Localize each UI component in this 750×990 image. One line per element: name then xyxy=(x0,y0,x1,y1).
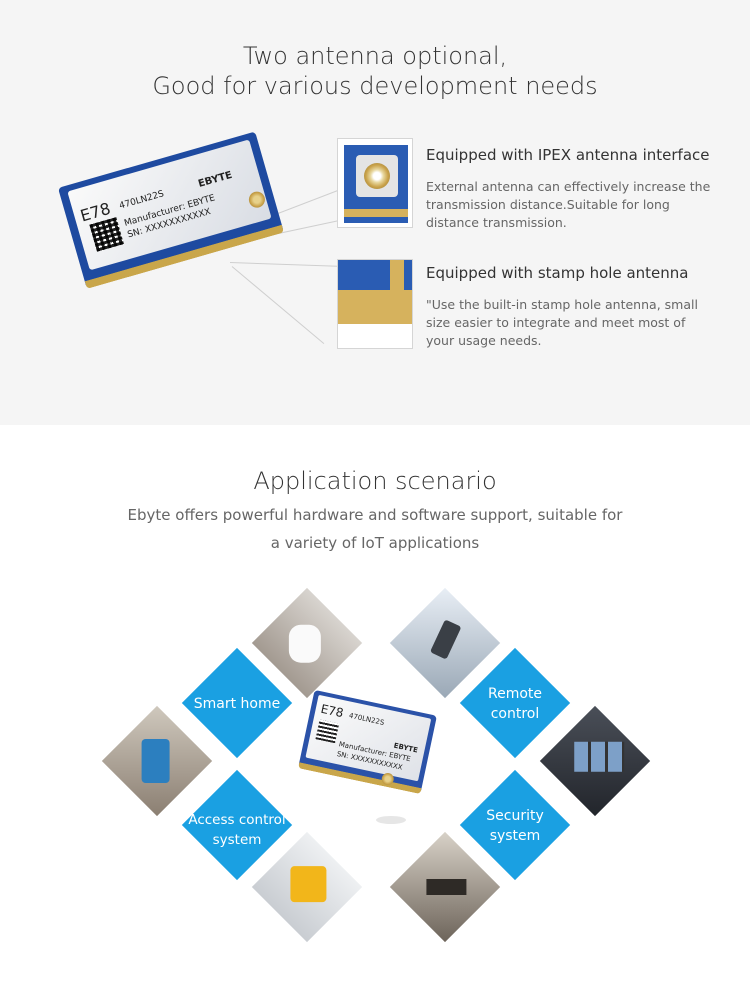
stamp-hole-thumbnail xyxy=(337,259,413,349)
smartphone-photo xyxy=(101,705,213,817)
sofa-icon xyxy=(426,879,467,895)
title-line-1: Two antenna optional, xyxy=(242,42,508,70)
robot-arm-icon xyxy=(290,866,327,903)
tile-remote-control-label: Remote control xyxy=(460,684,570,724)
feature-stamp-heading: Equipped with stamp hole antenna xyxy=(426,264,689,282)
module-part: 470LN22S xyxy=(348,711,385,727)
antenna-section-title: Two antenna optional, Good for various d… xyxy=(0,41,750,101)
ipex-connector-icon xyxy=(247,189,267,210)
tile-label-line: system xyxy=(489,828,541,844)
tile-label-line: Remote xyxy=(487,686,543,702)
feature-ipex-heading: Equipped with IPEX antenna interface xyxy=(426,146,710,164)
remote-device-icon xyxy=(429,619,462,660)
monitor-wall-icon xyxy=(574,741,625,772)
tile-security-system-label: Security system xyxy=(460,806,570,846)
phone-icon xyxy=(141,739,170,783)
ipex-connector-icon xyxy=(364,163,390,189)
ipex-thumbnail xyxy=(337,138,413,228)
qr-code-icon xyxy=(315,719,340,744)
speaker-icon xyxy=(288,624,321,663)
application-subtitle: Ebyte offers powerful hardware and softw… xyxy=(0,501,750,557)
subtitle-line-2: a variety of IoT applications xyxy=(270,534,480,552)
tile-access-control-label: Access control system xyxy=(182,810,292,850)
gold-pad xyxy=(344,209,408,217)
tile-label-line: Access control xyxy=(188,812,286,828)
module-shadow xyxy=(376,816,406,824)
gold-trace xyxy=(390,260,404,300)
tile-label-line: Smart home xyxy=(193,696,281,712)
subtitle-line-1: Ebyte offers powerful hardware and softw… xyxy=(127,506,623,524)
tile-label-line: Security xyxy=(486,808,544,824)
center-module-image: E78 470LN22S EBYTE Manufacturer: EBYTE S… xyxy=(298,689,437,795)
module-brand: EBYTE xyxy=(197,169,234,190)
module-model: E78 xyxy=(319,701,345,721)
application-title: Application scenario xyxy=(253,467,497,495)
qr-code-icon xyxy=(89,217,124,252)
title-line-2: Good for various development needs xyxy=(152,72,598,100)
feature-stamp-text: "Use the built-in stamp hole antenna, sm… xyxy=(426,297,698,348)
tile-smart-home-label: Smart home xyxy=(182,694,292,714)
feature-ipex-text: External antenna can effectively increas… xyxy=(426,179,711,230)
tile-label-line: system xyxy=(212,832,262,848)
tile-label-line: control xyxy=(490,706,540,722)
